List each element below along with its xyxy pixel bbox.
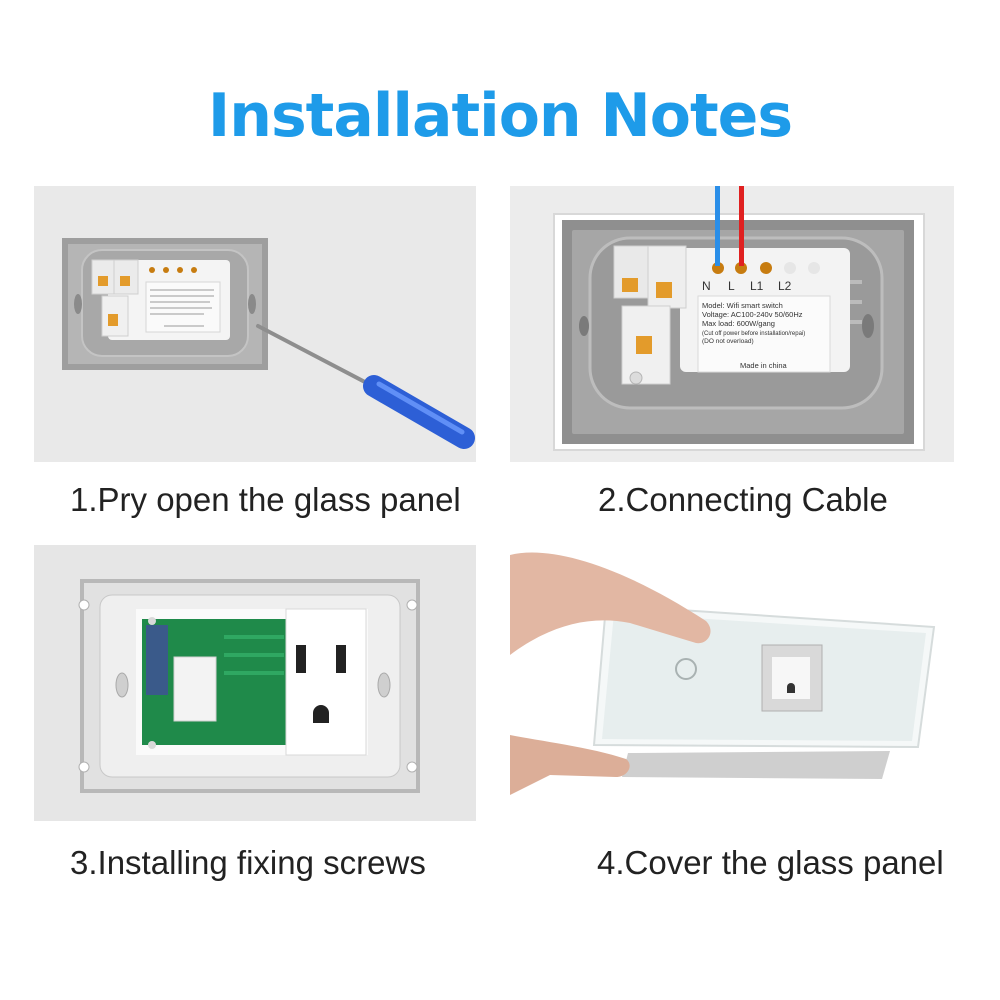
label-max-load: Max load: 600W/gang — [702, 319, 775, 328]
step-3-photo — [34, 545, 476, 821]
terminal-l2-label: L2 — [778, 279, 792, 293]
label-voltage: Voltage: AC100-240v 50/60Hz — [702, 310, 803, 319]
terminal-n-label: N — [702, 279, 711, 293]
screwdriver-icon — [256, 324, 475, 449]
step-1-caption: 1.Pry open the glass panel — [70, 481, 461, 518]
step-2-caption: 2.Connecting Cable — [598, 481, 888, 518]
label-origin: Made in china — [740, 361, 788, 370]
step-3-caption: 3.Installing fixing screws — [70, 844, 426, 881]
label-warning: (Cut off power before installation/repai… — [702, 331, 805, 337]
step-4-photo — [510, 545, 954, 821]
terminal-l-label: L — [728, 279, 735, 293]
label-model: Model: Wifi smart switch — [702, 301, 783, 310]
page-title: Installation Notes — [207, 81, 793, 151]
step-4-caption: 4.Cover the glass panel — [597, 844, 944, 881]
step-2-photo: N L L1 L2 Model: Wifi smart switch Volta… — [510, 186, 954, 462]
label-warning2: (DO not overload) — [702, 338, 754, 345]
terminal-l1-label: L1 — [750, 279, 764, 293]
hand-icon — [510, 552, 711, 795]
wire-icon — [715, 186, 744, 266]
step-1-photo — [34, 186, 476, 462]
